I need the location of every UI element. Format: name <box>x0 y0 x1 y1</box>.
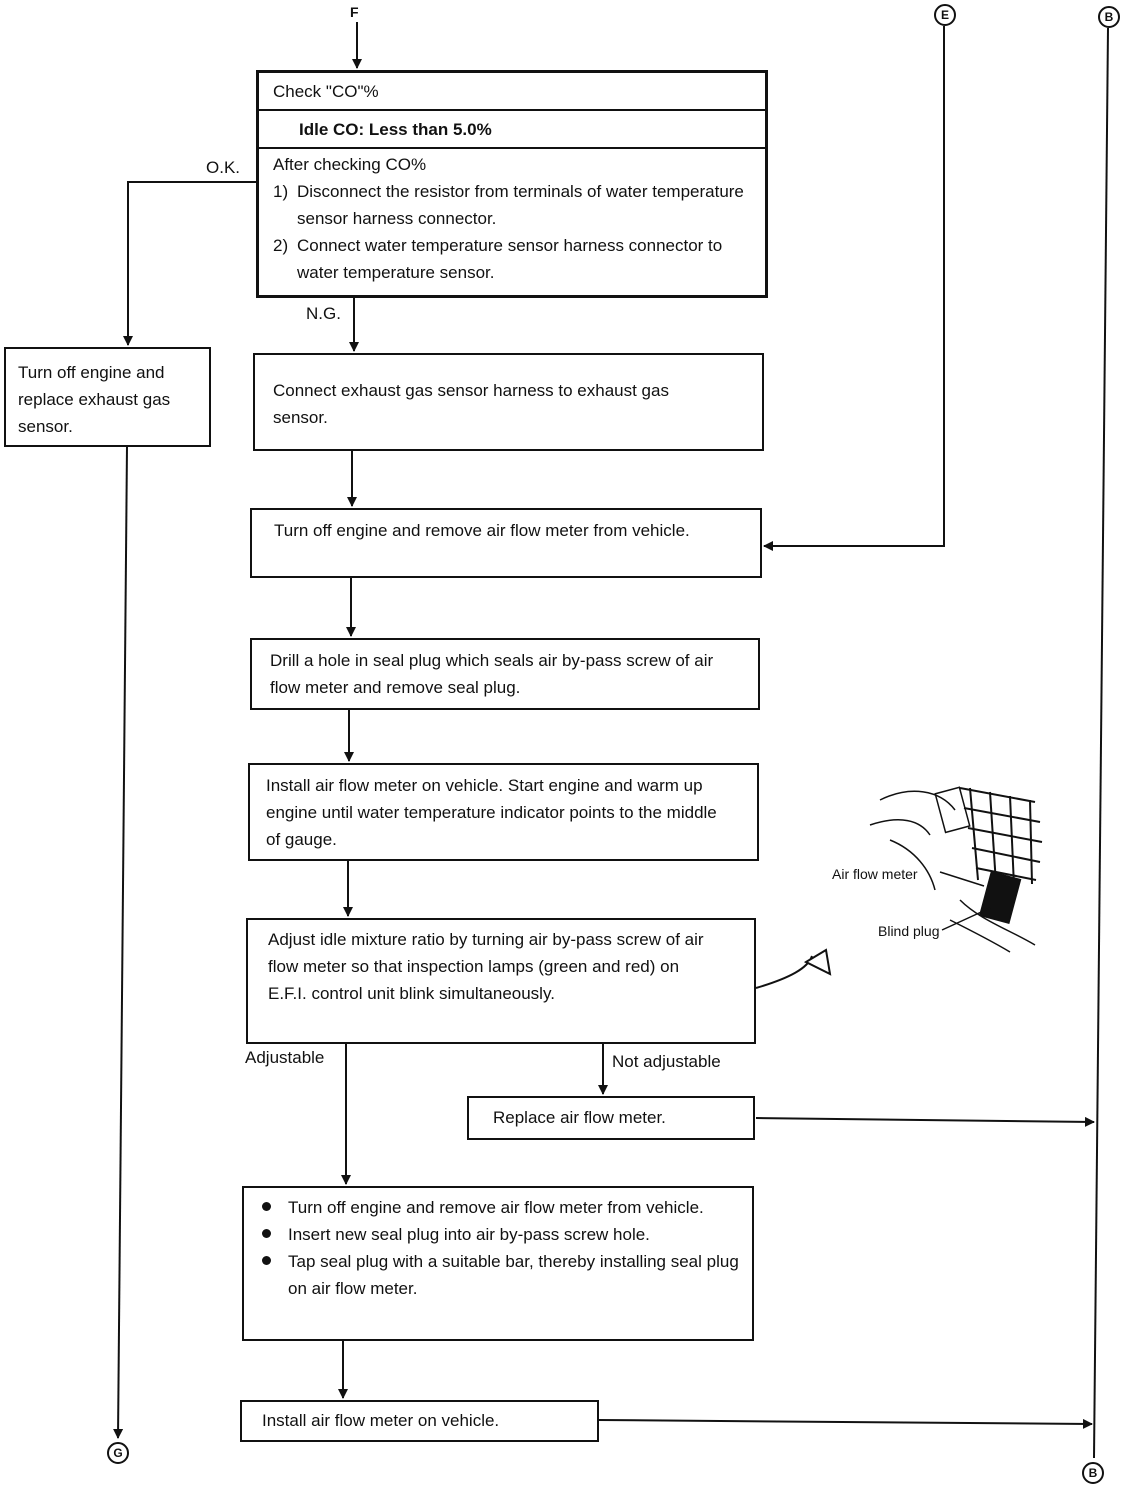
check-co-spec: Idle CO: Less than 5.0% <box>299 120 492 139</box>
install-warm-text: Install air flow meter on vehicle. Start… <box>266 776 717 849</box>
connector-b-bottom: B <box>1082 1462 1104 1484</box>
after-check-title: After checking CO% <box>273 155 427 174</box>
adjust-box: Adjust idle mixture ratio by turning air… <box>246 918 756 1044</box>
step-text: Connect water temperature sensor harness… <box>297 236 723 282</box>
seal-step: Insert new seal plug into air by-pass sc… <box>252 1221 744 1248</box>
check-co-title-row: Check "CO"% <box>259 73 765 111</box>
step-number: 1) <box>273 182 289 201</box>
after-check-step: 1) Disconnect the resistor from terminal… <box>273 178 751 232</box>
check-co-box: Check "CO"% Idle CO: Less than 5.0% Afte… <box>256 70 768 298</box>
connector-g: G <box>107 1442 129 1464</box>
replace-afm-text: Replace air flow meter. <box>493 1108 666 1127</box>
label-ng: N.G. <box>306 304 341 323</box>
connector-b-top: B <box>1098 6 1120 28</box>
replace-sensor-text: Turn off engine and replace exhaust gas … <box>18 363 171 436</box>
label-adjustable: Adjustable <box>245 1048 325 1067</box>
label-ok: O.K. <box>206 158 241 177</box>
install-final-box: Install air flow meter on vehicle. <box>240 1400 599 1442</box>
seal-step-text: Insert new seal plug into air by-pass sc… <box>288 1225 650 1244</box>
seal-step: Tap seal plug with a suitable bar, there… <box>252 1248 744 1302</box>
check-co-title: Check "CO"% <box>273 82 379 101</box>
check-co-spec-row: Idle CO: Less than 5.0% <box>259 111 765 149</box>
drill-hole-text: Drill a hole in seal plug which seals ai… <box>270 651 714 697</box>
remove-afm-box: Turn off engine and remove air flow mete… <box>250 508 762 578</box>
label-not-adjustable: Not adjustable <box>612 1052 721 1071</box>
connector-f: F <box>350 4 359 20</box>
air-flow-meter-illustration <box>869 786 1043 953</box>
seal-step-text: Turn off engine and remove air flow mete… <box>288 1198 704 1217</box>
connect-sensor-box: Connect exhaust gas sensor harness to ex… <box>253 353 764 451</box>
seal-step: Turn off engine and remove air flow mete… <box>252 1194 744 1221</box>
bullet-icon <box>262 1256 271 1265</box>
replace-afm-box: Replace air flow meter. <box>467 1096 755 1140</box>
remove-afm-text: Turn off engine and remove air flow mete… <box>274 521 690 540</box>
bullet-icon <box>262 1229 271 1238</box>
adjust-text: Adjust idle mixture ratio by turning air… <box>268 930 704 1003</box>
install-warm-box: Install air flow meter on vehicle. Start… <box>248 763 759 861</box>
step-number: 2) <box>273 236 289 255</box>
seal-plug-box: Turn off engine and remove air flow mete… <box>242 1186 754 1341</box>
replace-sensor-box: Turn off engine and replace exhaust gas … <box>4 347 211 447</box>
drill-hole-box: Drill a hole in seal plug which seals ai… <box>250 638 760 710</box>
install-final-text: Install air flow meter on vehicle. <box>262 1411 500 1430</box>
illustration-label-plug: Blind plug <box>878 923 940 939</box>
step-text: Disconnect the resistor from terminals o… <box>297 182 744 228</box>
connect-sensor-text: Connect exhaust gas sensor harness to ex… <box>273 381 669 427</box>
after-check-section: After checking CO% 1) Disconnect the res… <box>273 151 751 286</box>
seal-step-text: Tap seal plug with a suitable bar, there… <box>288 1252 739 1298</box>
bullet-icon <box>262 1202 271 1211</box>
after-check-step: 2) Connect water temperature sensor harn… <box>273 232 751 286</box>
connector-e: E <box>934 4 956 26</box>
illustration-label-meter: Air flow meter <box>832 866 918 882</box>
seal-plug-steps: Turn off engine and remove air flow mete… <box>252 1194 744 1302</box>
